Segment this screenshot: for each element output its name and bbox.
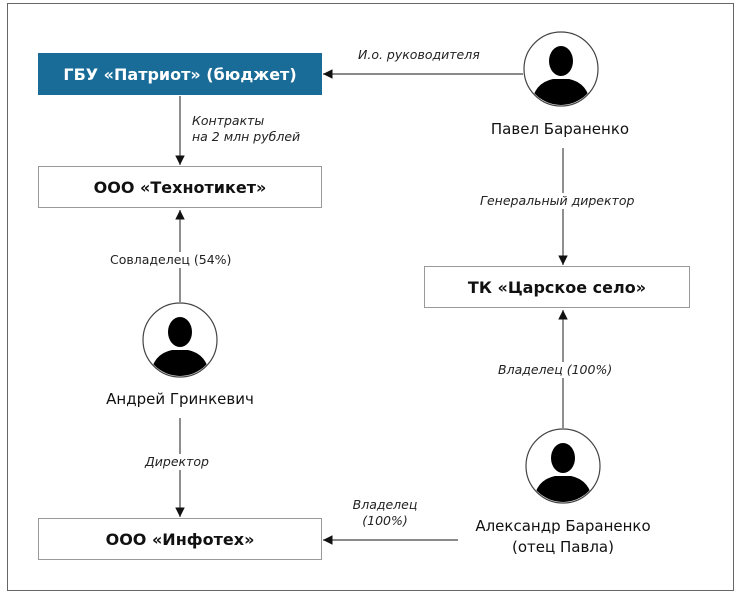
node-technoticket: ООО «Технотикет» xyxy=(38,166,322,208)
label-alexandr-infotech-1: Владелец xyxy=(352,497,418,512)
label-andrey-infotech: Директор xyxy=(143,454,211,470)
label-alexandr-infotech-2: (100%) xyxy=(362,513,408,528)
label-contracts-1: Контракты xyxy=(192,113,265,128)
label-pavel-tk: Генеральный директор xyxy=(478,193,637,209)
label-contracts-2: на 2 млн рублей xyxy=(192,129,301,144)
person-andrey-name: Андрей Гринкевич xyxy=(106,390,254,408)
person-alexandr-name: Александр Бараненко xyxy=(475,517,651,535)
label-pavel-gbu: И.о. руководителя xyxy=(358,47,480,63)
label-alexandr-tk: Владелец (100%) xyxy=(496,362,615,378)
avatar-alexandr-icon xyxy=(525,428,601,504)
person-alexandr-note: (отец Павла) xyxy=(512,538,614,556)
avatar-andrey-icon xyxy=(142,302,218,378)
node-tk-tsarskoe-selo: ТК «Царское село» xyxy=(424,266,690,308)
avatar-pavel-icon xyxy=(523,31,599,107)
node-infotech: ООО «Инфотех» xyxy=(38,518,322,560)
diagram-frame xyxy=(7,3,734,591)
node-gbu-patriot: ГБУ «Патриот» (бюджет) xyxy=(38,53,322,95)
person-pavel-name: Павел Бараненко xyxy=(490,120,630,138)
label-andrey-technoticket: Совладелец (54%) xyxy=(108,252,234,268)
